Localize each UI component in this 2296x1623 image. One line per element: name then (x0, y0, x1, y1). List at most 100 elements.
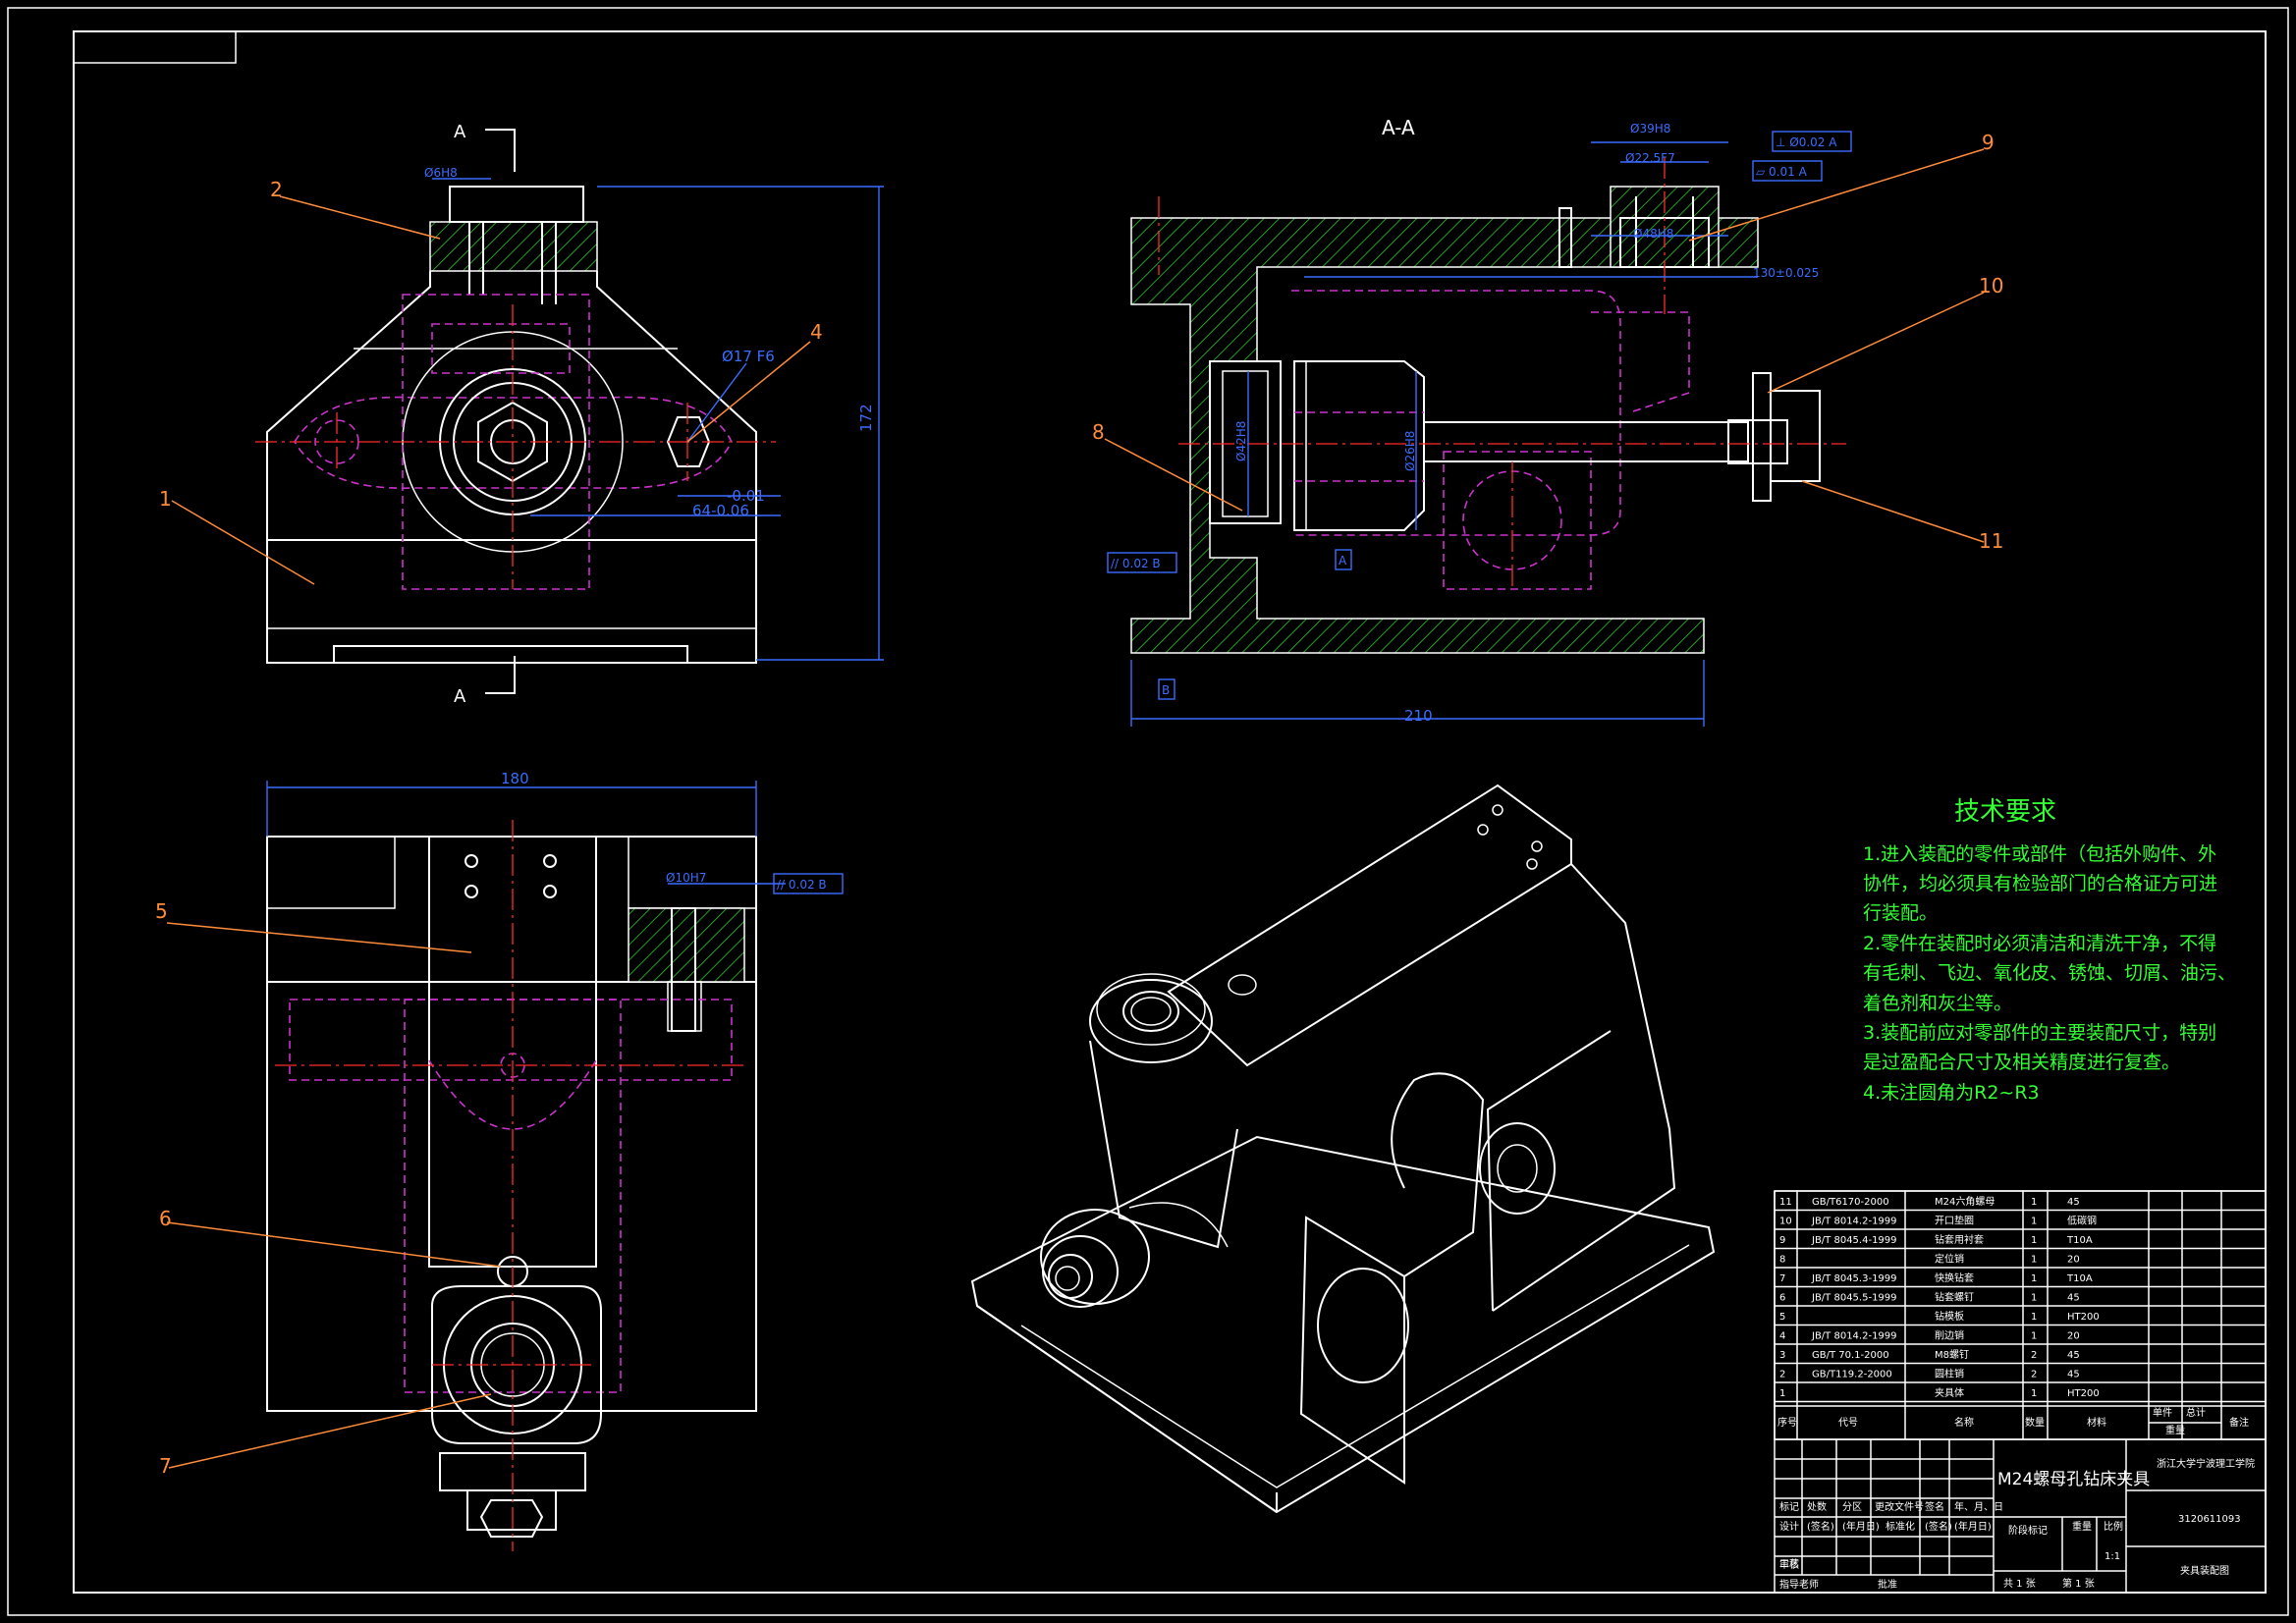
bom-cell-material: 45 (2067, 1350, 2080, 1361)
parallel-tolerance-top: // 0.02 B (777, 878, 827, 892)
bom-cell-no: 4 (1779, 1331, 1785, 1342)
bom-cell-no: 7 (1779, 1273, 1785, 1284)
tb-date: 年、月、日 (1954, 1500, 2003, 1513)
perp-tolerance: ⊥ Ø0.02 A (1776, 135, 1837, 149)
bom-cell-qty: 1 (2031, 1273, 2037, 1284)
tb-count: 处数 (1807, 1500, 1827, 1513)
section-view (1107, 131, 1852, 727)
bom-cell-qty: 1 (2031, 1293, 2037, 1304)
tech-line-5: 有毛刺、飞边、氧化皮、锈蚀、切屑、油污、 (1863, 962, 2236, 984)
section-title-label: A-A (1382, 116, 1415, 139)
bom-cell-material: T10A (2066, 1235, 2093, 1246)
bom-header-weight: 重量 (2165, 1424, 2185, 1436)
bom-cell-name: 钻套用衬套 (1935, 1233, 1984, 1246)
part-label-5: 5 (155, 899, 168, 923)
tech-line-4: 2.零件在装配时必须清洁和清洗干净，不得 (1863, 933, 2216, 954)
bom-cell-code: GB/T6170-2000 (1812, 1197, 1889, 1208)
part-label-2: 2 (270, 178, 283, 201)
bom-cell-qty: 1 (2031, 1255, 2037, 1266)
tb-date-p: (年月日) (1842, 1520, 1880, 1533)
bom-cell-name: M8螺钉 (1935, 1349, 1969, 1361)
bom-cell-material: 45 (2067, 1293, 2080, 1304)
bom-cell-qty: 1 (2031, 1235, 2037, 1246)
drawing-title: M24螺母孔钻床夹具 (1997, 1470, 2150, 1489)
dim-hole-17: Ø17 F6 (722, 348, 775, 365)
sheet-frame (7, 7, 2289, 1616)
tb-sign-p2: (签名) (1925, 1520, 1952, 1533)
tb-standard: 标准化 (1886, 1520, 1915, 1533)
dim-tol-b: 64-0.06 (692, 502, 749, 519)
drawing-type: 夹具装配图 (2180, 1564, 2229, 1577)
dim-6: Ø6H8 (424, 166, 458, 180)
bom-cell-material: HT200 (2067, 1312, 2100, 1323)
title-block: M24螺母孔钻床夹具 浙江大学宁波理工学院 3120611093 夹具装配图 标… (1774, 1438, 2267, 1594)
bom-cell-name: 夹具体 (1935, 1386, 1964, 1399)
tech-line-2: 协件，均必须具有检验部门的合格证方可进 (1863, 873, 2217, 894)
tech-line-9: 4.未注圆角为R2~R3 (1863, 1082, 2040, 1104)
bom-cell-no: 10 (1779, 1217, 1792, 1227)
tb-sheet-no: 第 1 张 (2062, 1577, 2095, 1590)
tb-date-p2: (年月日) (1954, 1520, 1992, 1533)
tb-approve: 批准 (1878, 1578, 1897, 1591)
bom-cell-name: 钻模板 (1935, 1310, 1964, 1323)
bom-cell-no: 3 (1779, 1350, 1785, 1361)
bom-cell-code: JB/T 8045.5-1999 (1811, 1293, 1897, 1304)
bom-header-no: 序号 (1777, 1416, 1797, 1429)
bom-cell-no: 9 (1779, 1235, 1785, 1246)
bom-cell-no: 2 (1779, 1370, 1785, 1380)
part-label-7: 7 (159, 1454, 172, 1478)
bom-cell-qty: 1 (2031, 1331, 2037, 1342)
tb-zone: 分区 (1842, 1501, 1862, 1513)
bom-cell-no: 11 (1779, 1197, 1792, 1208)
datum-b: B (1162, 683, 1170, 697)
part-label-1: 1 (159, 487, 172, 511)
bom-cell-qty: 2 (2031, 1370, 2037, 1380)
base-section (1130, 217, 1759, 654)
tech-line-8: 是过盈配合尺寸及相关精度进行复查。 (1863, 1052, 2180, 1073)
tech-line-7: 3.装配前应对零部件的主要装配尺寸，特别 (1863, 1022, 2216, 1044)
parallel-tolerance-side: // 0.02 B (1111, 557, 1161, 570)
part-label-10: 10 (1979, 274, 2003, 298)
tb-stage-mark: 阶段标记 (2008, 1524, 2048, 1537)
bom-cell-qty: 2 (2031, 1350, 2037, 1361)
dim-130: 130±0.025 (1753, 266, 1819, 280)
bom-cell-material: HT200 (2067, 1388, 2100, 1399)
tb-change-doc: 更改文件号 (1875, 1500, 1924, 1513)
bom-header-total: 总计 (2186, 1406, 2206, 1419)
tb-sign: 签名 (1925, 1500, 1944, 1513)
top-view (266, 781, 844, 1551)
bom-cell-material: 20 (2067, 1331, 2080, 1342)
tech-line-3: 行装配。 (1863, 902, 1938, 924)
bom-cell-code: JB/T 8014.2-1999 (1811, 1331, 1897, 1342)
bom-cell-code: GB/T 70.1-2000 (1812, 1350, 1889, 1361)
isometric-view (970, 784, 1716, 1514)
bom-cell-name: M24六角螺母 (1935, 1196, 1995, 1208)
dim-tol-a: -0.01 (727, 487, 765, 505)
dim-top-width: 180 (501, 770, 529, 787)
bom-cell-name: 圆柱销 (1935, 1368, 1964, 1380)
tb-sign-p: (签名) (1807, 1520, 1834, 1533)
bom-cell-qty: 1 (2031, 1217, 2037, 1227)
tb-sheets: 共 1 张 (2003, 1578, 2036, 1590)
dim-10: Ø10H7 (666, 871, 706, 885)
bom-cell-material: 低碳钢 (2067, 1215, 2097, 1227)
tb-design: 设计 (1779, 1520, 1799, 1533)
section-mark-top: A (454, 122, 466, 142)
part-label-6: 6 (159, 1207, 172, 1230)
bom-cell-no: 6 (1779, 1293, 1785, 1304)
bom-cell-no: 5 (1779, 1312, 1785, 1323)
datum-a: A (1339, 554, 1347, 568)
bom-header-name: 名称 (1954, 1416, 1974, 1429)
bom-cell-material: 45 (2067, 1370, 2080, 1380)
bom-cell-name: 定位销 (1935, 1253, 1964, 1266)
bom-cell-name: 快换钻套 (1935, 1271, 1974, 1284)
dim-front-height: 172 (857, 404, 875, 432)
drawing-code: 3120611093 (2178, 1514, 2241, 1525)
tb-weight: 重量 (2072, 1520, 2092, 1533)
tech-line-1: 1.进入装配的零件或部件（包括外购件、外 (1863, 843, 2216, 865)
tb-scale: 比例 (2104, 1520, 2123, 1533)
part-label-9: 9 (1982, 131, 1995, 154)
bom-header-single: 单件 (2153, 1407, 2172, 1419)
